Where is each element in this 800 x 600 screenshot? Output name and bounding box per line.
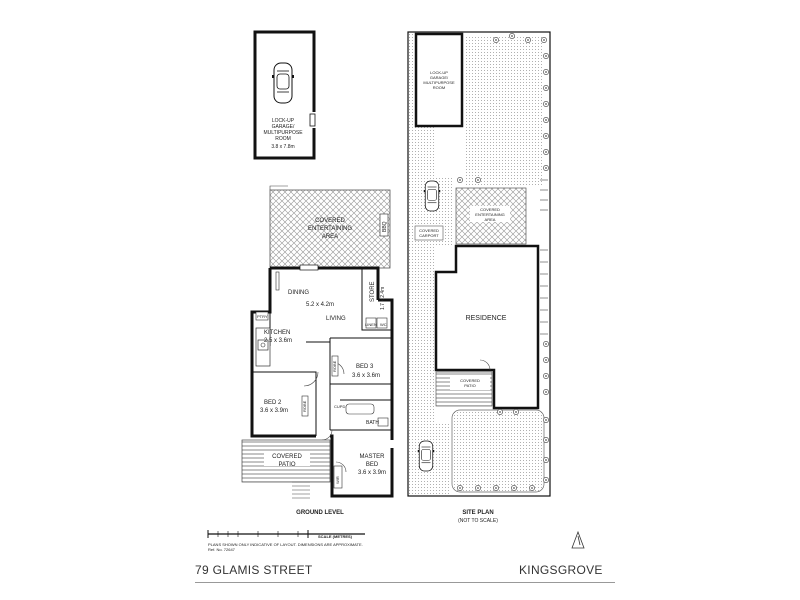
patio-label: COVERED xyxy=(272,454,302,460)
wir-label: WIR xyxy=(335,476,340,484)
master-bed-size: 3.6 x 3.9m xyxy=(358,470,386,476)
ground-level-plan: COVERED ENTERTAINING AREA BBQ DINING 5.2… xyxy=(241,185,394,516)
ground-level-title: GROUND LEVEL xyxy=(296,510,344,516)
master-bed-label: MASTER xyxy=(359,454,385,460)
entertaining-label: COVERED xyxy=(315,218,345,224)
pantry-label: PTRY xyxy=(257,314,268,319)
site-plan-title: SITE PLAN xyxy=(462,510,493,516)
dining-size: 5.2 x 4.2m xyxy=(306,302,334,308)
bed2-size: 3.6 x 3.9m xyxy=(260,408,288,414)
bed3-robe-label: ROBE xyxy=(332,360,337,372)
site-garage-label-4: ROOM xyxy=(433,85,445,90)
garage-size: 3.8 x 7.8m xyxy=(271,144,294,150)
scale-bar: SCALE (METRES) PLANS SHOWN ONLY INDICATI… xyxy=(207,530,365,552)
site-plan: LOCK-UP GARAGE/ MULTIPURPOSE ROOM COVERE… xyxy=(407,31,551,524)
north-arrow-icon xyxy=(571,530,585,549)
address-label: 79 GLAMIS STREET xyxy=(195,563,313,577)
site-plan-subtitle: (NOT TO SCALE) xyxy=(458,518,498,524)
site-carport-car-icon xyxy=(423,180,441,212)
living-label: LIVING xyxy=(326,316,346,322)
wc-label: WC xyxy=(380,322,387,327)
suburb-label: KINGSGROVE xyxy=(519,563,603,577)
site-patio-label-2: PATIO xyxy=(464,383,475,388)
footer-divider xyxy=(195,582,615,583)
kitchen-size: 2.5 x 3.6m xyxy=(264,338,292,344)
site-garage-label: LOCK-UP xyxy=(430,70,448,75)
site-patio-label: COVERED xyxy=(460,378,480,383)
bbq-label: BBQ xyxy=(382,221,388,232)
site-driveway-car-icon xyxy=(417,440,435,472)
garage-car-icon xyxy=(271,62,295,104)
site-residence-label: RESIDENCE xyxy=(466,315,507,322)
kitchen-label: KITCHEN xyxy=(264,330,290,336)
site-entertaining-label: COVERED xyxy=(480,207,500,212)
dining-label: DINING xyxy=(288,290,309,296)
site-entertaining-label-2: ENTERTAINING xyxy=(475,212,504,217)
entertaining-label-2: ENTERTAINING xyxy=(308,226,352,232)
site-residence xyxy=(434,244,540,410)
entertaining-label-3: AREA xyxy=(322,234,338,240)
site-carport-label: COVERED xyxy=(419,228,439,233)
cupboard-label: CUPD xyxy=(334,404,345,409)
entertaining-area xyxy=(269,189,391,269)
bed2-robe-label: ROBE xyxy=(302,400,307,412)
bbq-bench xyxy=(379,213,389,237)
scale-ref: Ref. No. 72647 xyxy=(208,547,236,552)
master-bed-label-2: BED xyxy=(366,462,379,468)
scale-label: SCALE (METRES) xyxy=(318,534,353,539)
store-size: 1.7 x 2.4m xyxy=(380,287,386,310)
site-garage-label-2: GARAGE/ xyxy=(430,75,449,80)
patio-label-2: PATIO xyxy=(278,462,295,468)
site-garage-label-3: MULTIPURPOSE xyxy=(423,80,455,85)
site-entertaining-label-3: AREA xyxy=(485,217,496,222)
bed3-size: 3.6 x 3.6m xyxy=(352,373,380,379)
bed3-label: BED 3 xyxy=(356,364,374,370)
store-label: STORE xyxy=(370,281,376,302)
scale-disclaimer: PLANS SHOWN ONLY INDICATIVE OF LAYOUT. D… xyxy=(208,542,363,547)
linen-label: LINEN xyxy=(365,322,377,327)
site-carport-label-2: CARPORT xyxy=(419,233,439,238)
bed2-label: BED 2 xyxy=(264,400,282,406)
bath-label: BATH xyxy=(366,420,379,426)
site-garage xyxy=(414,32,464,128)
